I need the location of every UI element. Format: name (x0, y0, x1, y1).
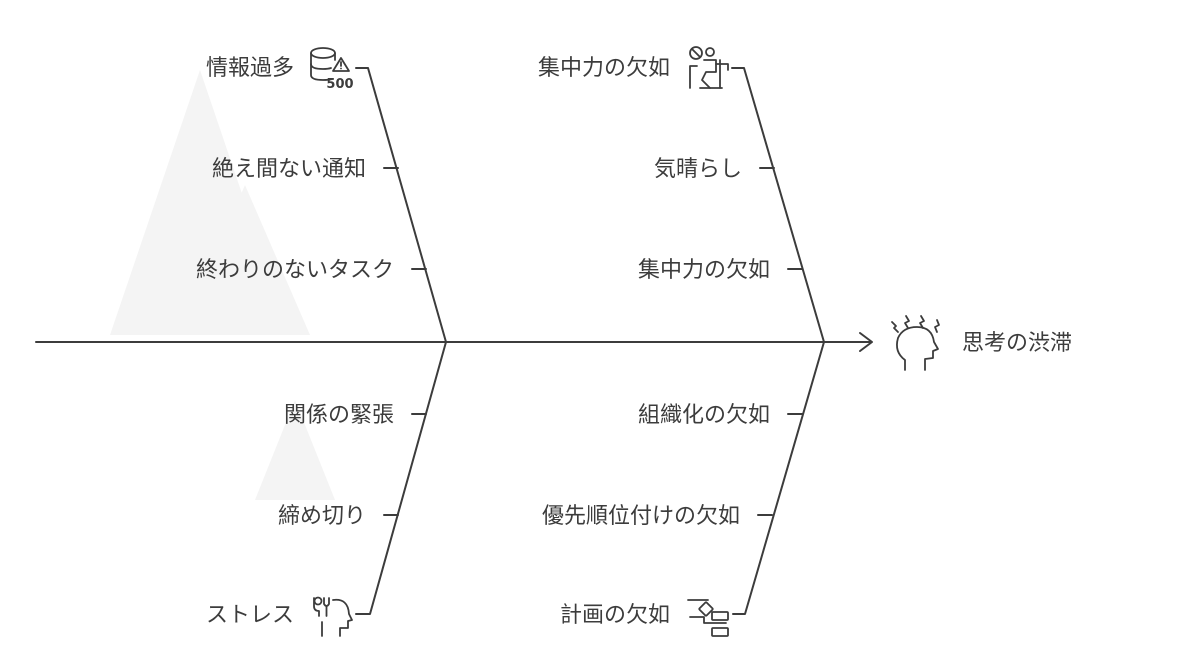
cause-label: 優先順位付けの欠如 (542, 504, 740, 529)
database-warning-icon: 500 (310, 47, 354, 92)
cause-label: 絶え間ない通知 (212, 157, 366, 182)
person-at-desk-icon (689, 46, 729, 89)
cause-label: 関係の緊張 (284, 403, 394, 428)
bone-top-left (355, 67, 447, 343)
blocks-plan-icon (687, 599, 729, 637)
stressed-head-icon (891, 315, 940, 371)
cause-label: 締め切り (278, 504, 366, 529)
icon-badge-text: 500 (326, 77, 353, 92)
bone-bottom-right (732, 341, 825, 615)
bone-top-right (731, 67, 825, 343)
effect-label: 思考の渋滞 (962, 331, 1072, 356)
cause-label: 集中力の欠如 (638, 258, 770, 283)
cause-label: 組織化の欠如 (638, 403, 770, 428)
cause-label: 終わりのないタスク (196, 258, 394, 283)
bone-bottom-left (355, 341, 447, 615)
stressed-head-fork-icon (313, 596, 353, 637)
background-watermark (110, 70, 335, 500)
spine-arrowhead (859, 332, 873, 352)
category-label-top-right: 集中力の欠如 (538, 56, 670, 81)
category-label-bottom-right: 計画の欠如 (560, 603, 670, 628)
cause-label: 気晴らし (654, 157, 742, 182)
category-label-bottom-left: ストレス (206, 603, 294, 628)
category-label-top-left: 情報過多 (206, 56, 294, 81)
